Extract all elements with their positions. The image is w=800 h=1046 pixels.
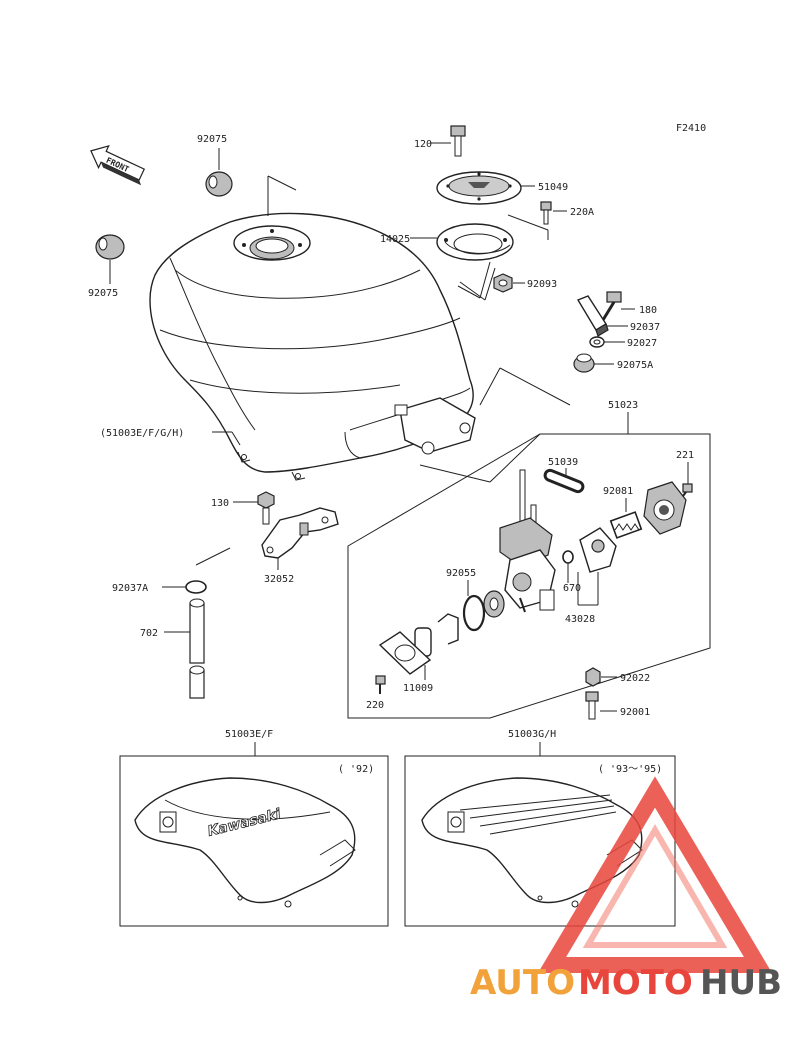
label-180: 180 bbox=[639, 305, 657, 316]
diaphragm-cover bbox=[643, 481, 687, 535]
front-arrow-icon: FRONT bbox=[90, 144, 146, 186]
label-92022: 92022 bbox=[620, 673, 650, 684]
bolt-130 bbox=[257, 491, 275, 525]
label-92075-left: 92075 bbox=[88, 288, 118, 299]
fuel-cock-lever bbox=[414, 590, 505, 657]
screw-220 bbox=[375, 675, 386, 694]
label-92093: 92093 bbox=[527, 279, 557, 290]
fuel-cock-body bbox=[499, 469, 556, 613]
label-220A: 220A bbox=[570, 207, 594, 218]
label-220: 220 bbox=[366, 700, 384, 711]
label-120: 120 bbox=[414, 139, 432, 150]
bolt-92001 bbox=[585, 691, 599, 720]
label-670: 670 bbox=[563, 583, 581, 594]
spring-92081 bbox=[609, 511, 643, 539]
oring-670 bbox=[562, 550, 574, 564]
bracket-32052 bbox=[261, 507, 339, 559]
label-92075A: 92075A bbox=[617, 360, 653, 371]
screw-120 bbox=[450, 125, 466, 157]
label-14025: 14025 bbox=[380, 234, 410, 245]
oring-92055 bbox=[462, 594, 486, 632]
label-43028: 43028 bbox=[565, 614, 595, 625]
hose-702 bbox=[189, 598, 205, 699]
label-92075-top: 92075 bbox=[197, 134, 227, 145]
automotohub-watermark bbox=[537, 776, 773, 973]
figure-code: F2410 bbox=[676, 123, 706, 134]
bolt-220A bbox=[540, 201, 552, 225]
inset-93-95-year: ( '93～'95) bbox=[598, 764, 662, 775]
label-130: 130 bbox=[211, 498, 229, 509]
inset-92-year: ( '92) bbox=[338, 764, 374, 775]
label-92001: 92001 bbox=[620, 707, 650, 718]
label-32052: 32052 bbox=[264, 574, 294, 585]
tank-92-drawing: Kawasaki bbox=[134, 777, 356, 908]
label-221: 221 bbox=[676, 450, 694, 461]
watermark-moto: MOTO bbox=[578, 963, 693, 1003]
label-92081: 92081 bbox=[603, 486, 633, 497]
filler-cap-51049 bbox=[436, 171, 522, 205]
washer-92022 bbox=[585, 667, 601, 687]
nut-92093 bbox=[493, 273, 513, 293]
fuel-tank-main bbox=[149, 212, 476, 481]
label-11009: 11009 bbox=[403, 683, 433, 694]
label-92037A: 92037A bbox=[112, 583, 148, 594]
label-92037: 92037 bbox=[630, 322, 660, 333]
label-92027: 92027 bbox=[627, 338, 657, 349]
damper-92075A bbox=[573, 353, 595, 373]
damper-92075-top bbox=[205, 171, 233, 197]
label-702: 702 bbox=[140, 628, 158, 639]
inset-92-box bbox=[119, 755, 389, 927]
washer-92027 bbox=[589, 336, 605, 348]
fuel-cock-assembly-box bbox=[347, 433, 711, 719]
oring-51039 bbox=[543, 468, 585, 494]
label-51039: 51039 bbox=[548, 457, 578, 468]
clip-92037A bbox=[185, 580, 207, 594]
label-92055: 92055 bbox=[446, 568, 476, 579]
label-51003-main: (51003E/F/G/H) bbox=[100, 428, 184, 439]
tank-93-95-drawing bbox=[421, 777, 643, 908]
watermark-auto: AUTO bbox=[470, 963, 575, 1003]
gasket-14025 bbox=[436, 223, 514, 261]
bolt-180 bbox=[601, 291, 622, 321]
plate-43028 bbox=[579, 527, 617, 573]
watermark-hub: HUB bbox=[700, 963, 782, 1003]
label-51003GH: 51003G/H bbox=[508, 729, 556, 740]
label-51049: 51049 bbox=[538, 182, 568, 193]
collar-92037 bbox=[576, 295, 609, 337]
damper-92075-left bbox=[95, 234, 125, 260]
gasket-11009 bbox=[378, 631, 432, 675]
label-51023: 51023 bbox=[608, 400, 638, 411]
label-51003EF: 51003E/F bbox=[225, 729, 273, 740]
